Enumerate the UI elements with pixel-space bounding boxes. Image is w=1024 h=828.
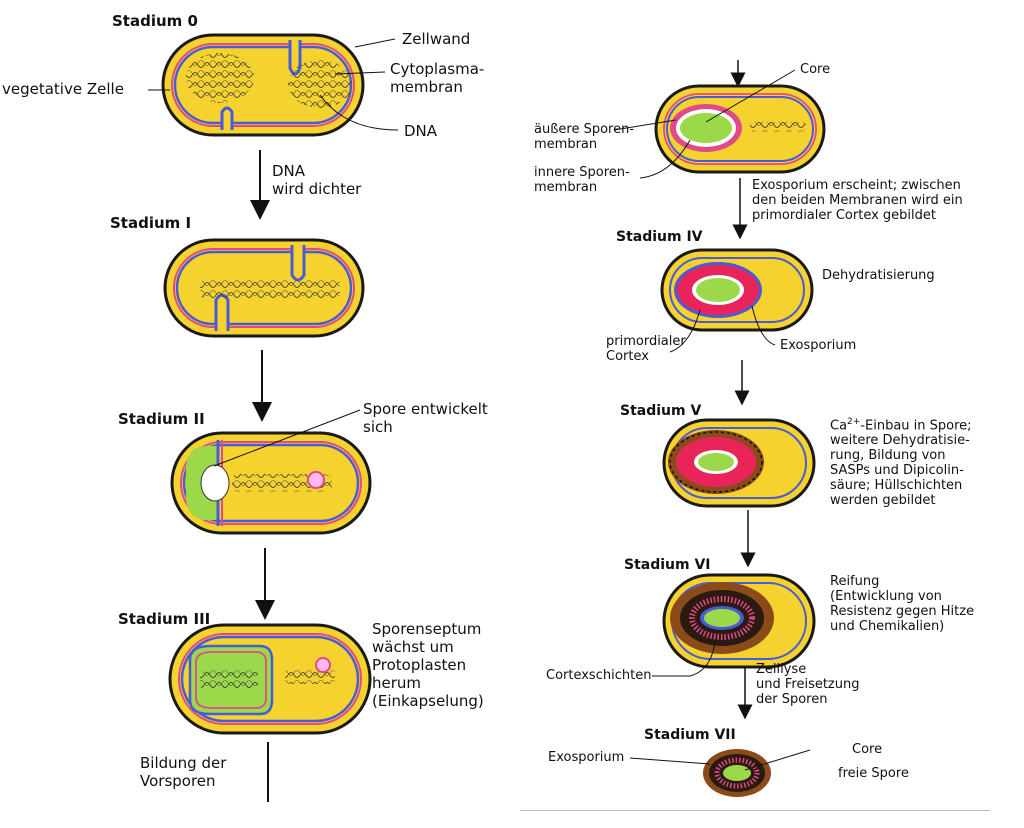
stage7-title: Stadium VII bbox=[644, 727, 736, 743]
leader-exosporium-7 bbox=[629, 757, 711, 765]
stage2-title: Stadium II bbox=[118, 410, 205, 428]
label-spore-develops: Spore entwickelt sich bbox=[363, 400, 488, 436]
label-inner-membrane: innere Sporen- membran bbox=[534, 165, 630, 195]
leader-inner-membrane bbox=[639, 139, 691, 179]
label-cortex-layers: Cortexschichten bbox=[546, 668, 652, 683]
label-ca-rest: -Einbau in Spore; weitere Dehydratisie- … bbox=[830, 418, 972, 509]
label-ca-incorporation: Ca2+-Einbau in Spore; weitere Dehydratis… bbox=[830, 400, 972, 508]
label-exosporium-4: Exosporium bbox=[780, 338, 857, 353]
stage6-cell bbox=[662, 573, 816, 669]
stage5-title: Stadium V bbox=[620, 403, 702, 419]
label-ca-sup: 2+ bbox=[847, 417, 861, 427]
stage0-cell bbox=[161, 33, 365, 137]
label-septum: Sporenseptum wächst um Protoplasten heru… bbox=[372, 620, 484, 710]
leader-wall bbox=[354, 38, 396, 48]
label-core-7: Core bbox=[852, 742, 883, 757]
arrow1-text: DNA wird dichter bbox=[272, 162, 362, 198]
label-primordial-cortex: primordialer Cortex bbox=[606, 334, 686, 364]
stage1-cell bbox=[163, 238, 365, 338]
label-vegetative-cell: vegetative Zelle bbox=[2, 80, 124, 98]
leader-core-7 bbox=[744, 749, 811, 771]
stage0-title: Stadium 0 bbox=[112, 12, 198, 30]
leader-dna bbox=[319, 94, 399, 131]
label-free-spore: freie Spore bbox=[838, 766, 909, 781]
stage7-spore bbox=[703, 749, 771, 797]
label-maturation: Reifung (Entwicklung von Resistenz gegen… bbox=[830, 574, 975, 634]
stage4-title: Stadium IV bbox=[616, 229, 703, 245]
stage3-cell bbox=[168, 623, 372, 735]
stage5-cell bbox=[662, 418, 816, 508]
stage1-title: Stadium I bbox=[110, 214, 192, 232]
label-outer-membrane: äußere Sporen- membran bbox=[534, 122, 635, 152]
leader-spore bbox=[213, 409, 361, 467]
label-dna: DNA bbox=[404, 122, 438, 140]
leader-outer-membrane bbox=[613, 119, 677, 131]
label-ca: Ca bbox=[830, 418, 848, 434]
label-forespore-formation: Bildung der Vorsporen bbox=[140, 754, 227, 790]
label-exosporium-7: Exosporium bbox=[548, 750, 625, 765]
text-cell-lysis: Zelllyse und Freisetzung der Sporen bbox=[756, 662, 860, 707]
stage2-cell bbox=[170, 431, 372, 535]
label-cell-wall: Zellwand bbox=[402, 30, 471, 48]
text-exosporium-appears: Exosporium erscheint; zwischen den beide… bbox=[752, 178, 963, 223]
leader-cortex-layers bbox=[652, 639, 716, 677]
label-core-top: Core bbox=[800, 62, 831, 77]
stage3-title: Stadium III bbox=[118, 610, 211, 628]
leader-exosporium-4 bbox=[751, 305, 776, 346]
stage6-title: Stadium VI bbox=[624, 557, 711, 573]
leader-cortex bbox=[669, 309, 701, 353]
label-dehydration: Dehydratisierung bbox=[822, 268, 935, 283]
stage4-cell bbox=[660, 248, 814, 332]
label-cytoplasm-membrane: Cytoplasma- membran bbox=[390, 60, 485, 96]
forespore-cell bbox=[654, 84, 826, 174]
leader-core-top bbox=[705, 69, 796, 123]
leader-membrane bbox=[334, 71, 386, 75]
right-panel bbox=[520, 50, 990, 811]
